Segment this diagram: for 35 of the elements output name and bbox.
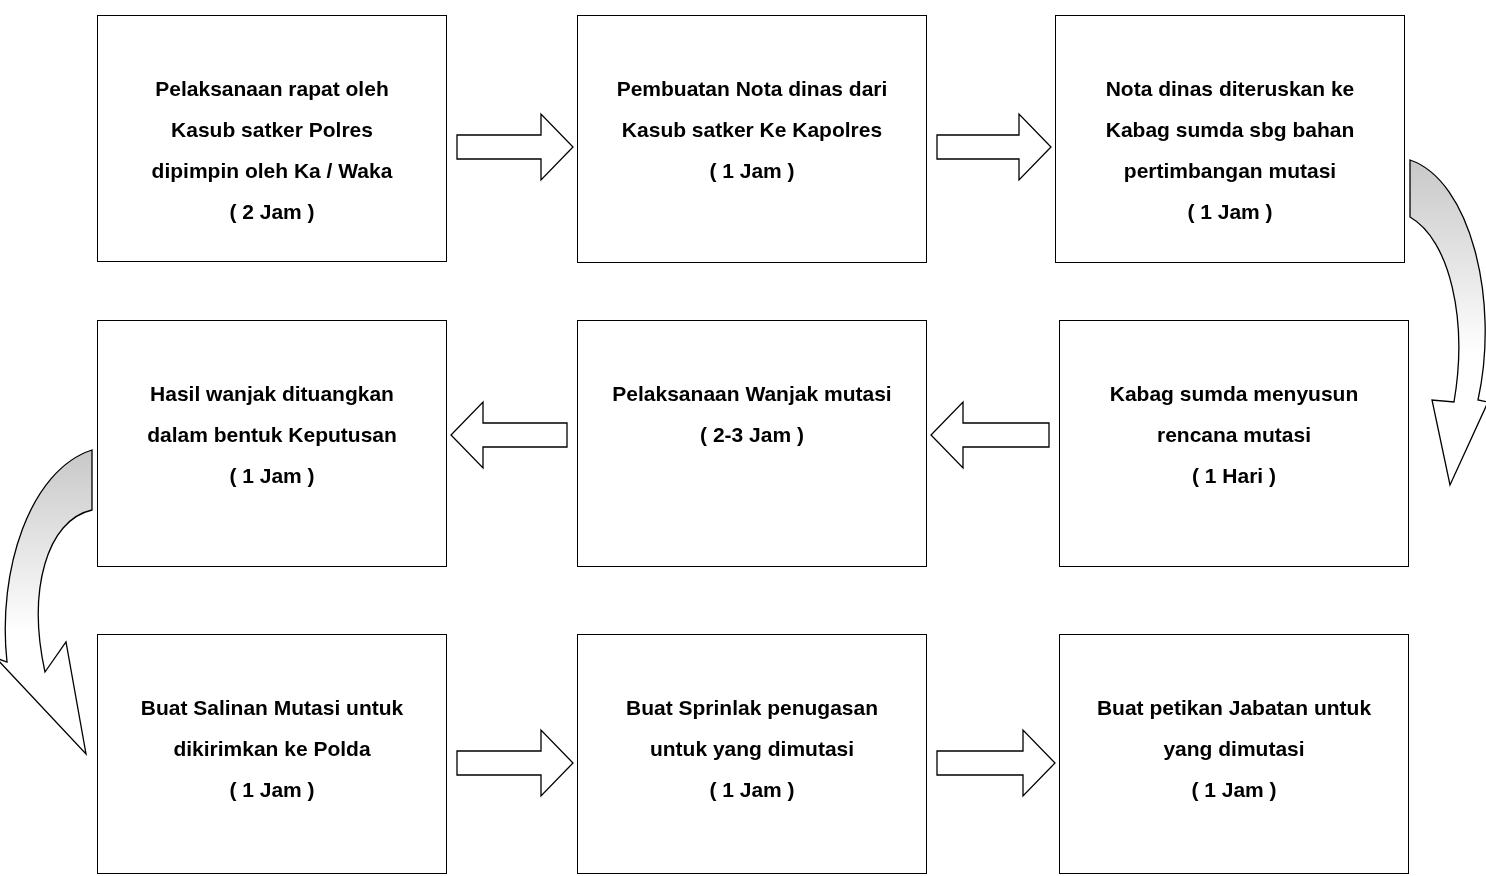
step-text: Buat Sprinlak penugasan untuk yang dimutasi — [624, 695, 880, 762]
duration-text: ( 1 Hari ) — [1192, 463, 1276, 489]
process-box — [577, 634, 927, 874]
duration-text: ( 1 Jam ) — [229, 463, 315, 489]
step-text: Nota dinas diteruskan ke Kabag sumda sbg bahan pertimbangan mutasi — [1104, 76, 1356, 184]
step-text: Hasil wanjak dituangkan dalam bentuk Keputusan — [146, 381, 398, 448]
curved-arrow — [0, 449, 93, 755]
step-text: Kabag sumda menyusun rencana mutasi — [1108, 381, 1360, 448]
step-text: Pembuatan Nota dinas dari Kasub satker Ke Kapolres — [615, 76, 889, 143]
process-box — [1059, 634, 1409, 874]
process-box — [97, 15, 447, 262]
process-box — [577, 320, 927, 567]
duration-text: ( 1 Jam ) — [1187, 199, 1273, 225]
block-arrow — [456, 112, 574, 182]
duration-text: ( 1 Jam ) — [709, 158, 795, 184]
curved-arrow — [1409, 159, 1486, 486]
process-box — [97, 320, 447, 567]
process-box — [1059, 320, 1409, 567]
step-text: Buat petikan Jabatan untuk yang dimutasi — [1095, 695, 1373, 762]
step-text: Buat Salinan Mutasi untuk dikirimkan ke Polda — [139, 695, 405, 762]
duration-text: ( 2 Jam ) — [229, 199, 315, 225]
process-box — [1055, 15, 1405, 263]
process-box — [577, 15, 927, 263]
block-arrow — [450, 400, 568, 470]
step-text: Pelaksanaan rapat oleh Kasub satker Polres dipimpin oleh Ka / Waka — [150, 76, 394, 184]
block-arrow — [936, 728, 1056, 798]
duration-text: ( 1 Jam ) — [1191, 777, 1277, 803]
process-box — [97, 634, 447, 874]
duration-text: ( 1 Jam ) — [709, 777, 795, 803]
block-arrow — [456, 728, 574, 798]
step-text: Pelaksanaan Wanjak mutasi — [612, 381, 892, 407]
block-arrow — [930, 400, 1050, 470]
duration-text: ( 2-3 Jam ) — [700, 422, 804, 448]
duration-text: ( 1 Jam ) — [229, 777, 315, 803]
block-arrow — [936, 112, 1052, 182]
